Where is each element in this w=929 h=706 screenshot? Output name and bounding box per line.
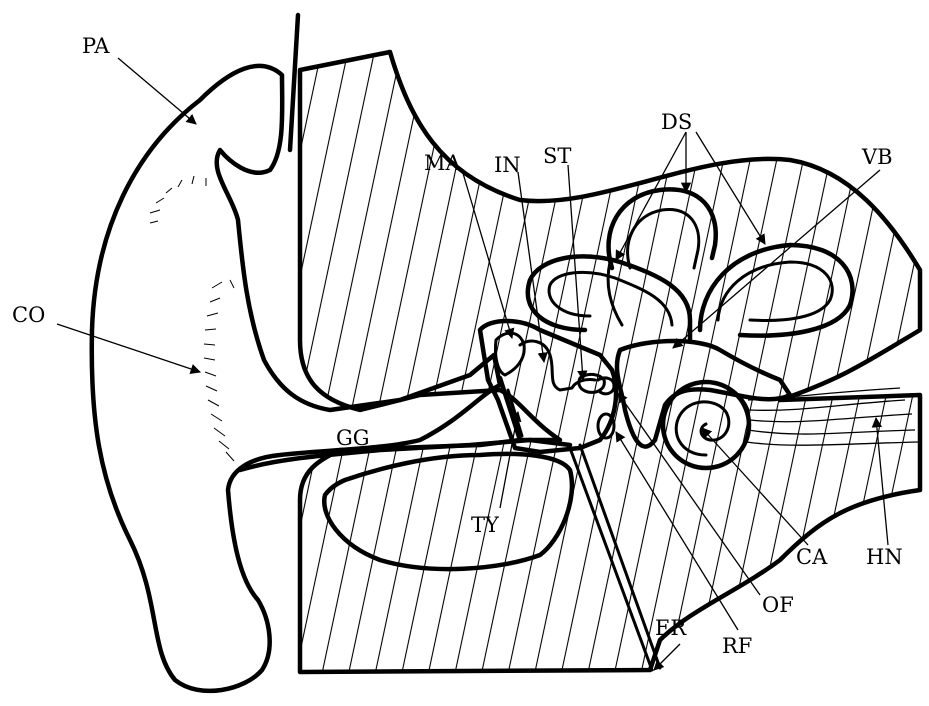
leader-co	[57, 324, 200, 372]
label-ma: MA	[424, 151, 462, 175]
pinna-rim-line	[290, 15, 298, 150]
concha-ticks	[150, 176, 234, 461]
label-st: ST	[543, 144, 571, 168]
label-in: IN	[494, 153, 521, 177]
label-ty: TY	[471, 513, 500, 537]
label-pa: PA	[82, 34, 110, 58]
temporal-bone	[300, 52, 920, 672]
label-ds: DS	[661, 110, 692, 134]
label-of: OF	[762, 593, 794, 617]
leader-pa	[118, 58, 196, 124]
label-hn: HN	[866, 545, 903, 569]
label-ca: CA	[796, 545, 828, 569]
label-gg: GG	[336, 426, 370, 450]
label-er: ER	[655, 616, 687, 640]
label-vb: VB	[861, 145, 893, 169]
label-co: CO	[12, 303, 45, 327]
label-rf: RF	[722, 634, 752, 658]
